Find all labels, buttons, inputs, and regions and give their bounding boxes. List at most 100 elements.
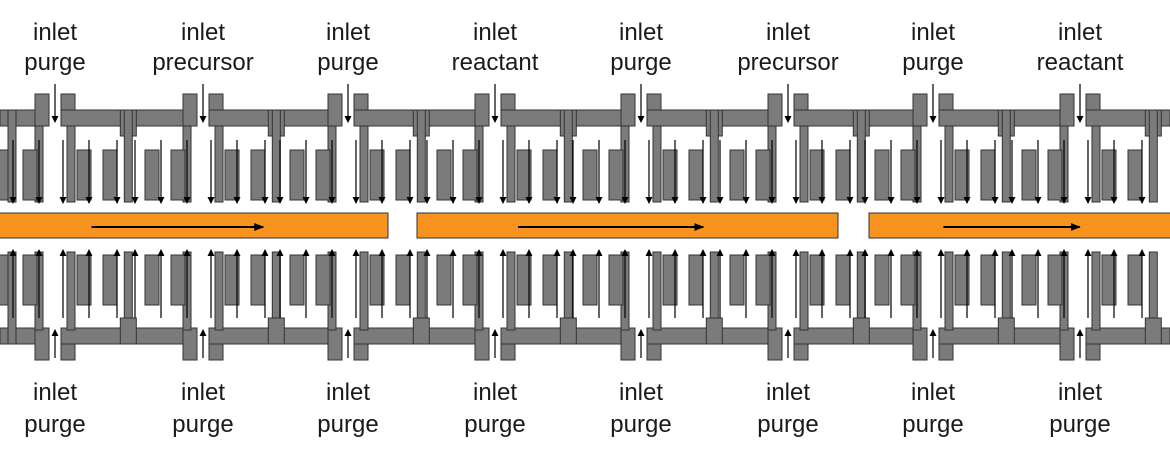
top-baffle-block	[224, 149, 240, 201]
bottom-pipe-wall	[359, 251, 369, 331]
top-baffle-block	[755, 149, 771, 201]
bottom-pipe-wall	[652, 251, 662, 331]
bottom-baffle-block	[1047, 254, 1063, 306]
bottom-inlet-label-line2: purge	[172, 411, 233, 438]
bottom-baffle-block	[395, 254, 411, 306]
top-inlet-label-line2: reactant	[452, 49, 539, 76]
top-baffle-block	[1047, 149, 1063, 201]
top-inlet-label-line2: purge	[24, 49, 85, 76]
top-pipe-wall	[1091, 125, 1101, 203]
top-inlet-label-line1: inlet	[1058, 19, 1102, 46]
substrate-layer	[0, 212, 1170, 239]
bottom-pipe-wall	[214, 251, 224, 331]
bottom-baffle-block	[250, 254, 266, 306]
top-inlet-label-line1: inlet	[33, 19, 77, 46]
bottom-divider-cap	[852, 317, 870, 345]
bottom-baffle-block	[170, 254, 186, 306]
bottom-baffle-block	[582, 254, 598, 306]
bottom-baffle-block	[980, 254, 996, 306]
bottom-inlet-label-line2: purge	[610, 411, 671, 438]
top-baffle-block	[289, 149, 305, 201]
top-divider-wall	[709, 109, 719, 203]
bottom-inlet-collar	[327, 327, 343, 361]
top-pipe-wall	[652, 125, 662, 203]
top-baffle-block	[250, 149, 266, 201]
top-baffle-block	[900, 149, 916, 201]
top-baffle-block	[542, 149, 558, 201]
top-baffle-block	[462, 149, 478, 201]
top-pipe-wall	[506, 125, 516, 203]
bottom-baffle-block	[662, 254, 678, 306]
top-divider-wall	[1001, 109, 1011, 203]
inlet-labels: inlet purge inlet precursor inlet purge inlet r…	[24, 19, 1123, 438]
bottom-divider-cap	[997, 317, 1015, 345]
bottom-baffle-block	[729, 254, 745, 306]
top-divider-wall	[416, 109, 426, 203]
bottom-baffle-block	[76, 254, 92, 306]
top-baffle-block	[582, 149, 598, 201]
bottom-pipe-wall	[506, 251, 516, 331]
top-inlet-collar	[767, 93, 783, 127]
bottom-baffle-block	[315, 254, 331, 306]
top-inlet-label-line1: inlet	[766, 19, 810, 46]
top-inlet-label-line1: inlet	[619, 19, 663, 46]
top-baffle-block	[1021, 149, 1037, 201]
top-baffle-block	[369, 149, 385, 201]
bottom-inlet-collar	[34, 327, 50, 361]
bottom-pipe-wall	[66, 251, 76, 331]
top-baffle-block	[516, 149, 532, 201]
top-pipe-wall	[799, 125, 809, 203]
bottom-baffle-block	[369, 254, 385, 306]
top-baffle-block	[608, 149, 624, 201]
bottom-inlet-label-line1: inlet	[33, 379, 77, 406]
top-divider-wall	[1148, 109, 1158, 203]
top-baffle-block	[662, 149, 678, 201]
top-inlet-label-line1: inlet	[473, 19, 517, 46]
substrate-1	[0, 212, 389, 239]
bottom-baffle-block	[1021, 254, 1037, 306]
bottom-baffle-block	[144, 254, 160, 306]
top-inlet-collar	[474, 93, 490, 127]
bottom-inlet-label-line2: purge	[1049, 411, 1110, 438]
top-baffle-block	[170, 149, 186, 201]
bottom-baffle-block	[608, 254, 624, 306]
top-baffle-block	[22, 149, 38, 201]
bottom-baffle-block	[835, 254, 851, 306]
top-baffle-block	[874, 149, 890, 201]
top-inlet-label-line2: purge	[317, 49, 378, 76]
bottom-inlet-label-line2: purge	[317, 411, 378, 438]
bottom-inlet-label-line1: inlet	[911, 379, 955, 406]
bottom-inlet-collar	[620, 327, 636, 361]
top-divider-wall	[271, 109, 281, 203]
top-inlet-label-line1: inlet	[181, 19, 225, 46]
bottom-baffle-block	[809, 254, 825, 306]
top-baffle-block	[315, 149, 331, 201]
top-inlet-label-line1: inlet	[911, 19, 955, 46]
bottom-inlet-collar	[767, 327, 783, 361]
top-inlet-collar	[34, 93, 50, 127]
bottom-pipe-wall	[1091, 251, 1101, 331]
bottom-inlet-label-line2: purge	[902, 411, 963, 438]
bottom-divider-cap	[705, 317, 723, 345]
bottom-baffle-block	[954, 254, 970, 306]
top-inlet-collar	[620, 93, 636, 127]
top-inlet-label-line1: inlet	[326, 19, 370, 46]
top-baffle-block	[144, 149, 160, 201]
top-inlet-label-line2: purge	[902, 49, 963, 76]
top-inlet-label-line2: precursor	[152, 49, 253, 76]
bottom-baffle-block	[755, 254, 771, 306]
top-baffle-block	[729, 149, 745, 201]
top-baffle-block	[688, 149, 704, 201]
top-baffle-block	[1127, 149, 1143, 201]
bottom-inlet-label-line2: purge	[24, 411, 85, 438]
top-baffle-block	[809, 149, 825, 201]
bottom-inlet-label-line2: purge	[464, 411, 525, 438]
bottom-baffle-block	[102, 254, 118, 306]
bottom-baffle-block	[1101, 254, 1117, 306]
top-inlet-collar	[1059, 93, 1075, 127]
bottom-divider-cap	[559, 317, 577, 345]
substrate-3	[868, 212, 1170, 239]
bottom-baffle-block	[462, 254, 478, 306]
top-pipe-wall	[944, 125, 954, 203]
bottom-baffle-block	[516, 254, 532, 306]
